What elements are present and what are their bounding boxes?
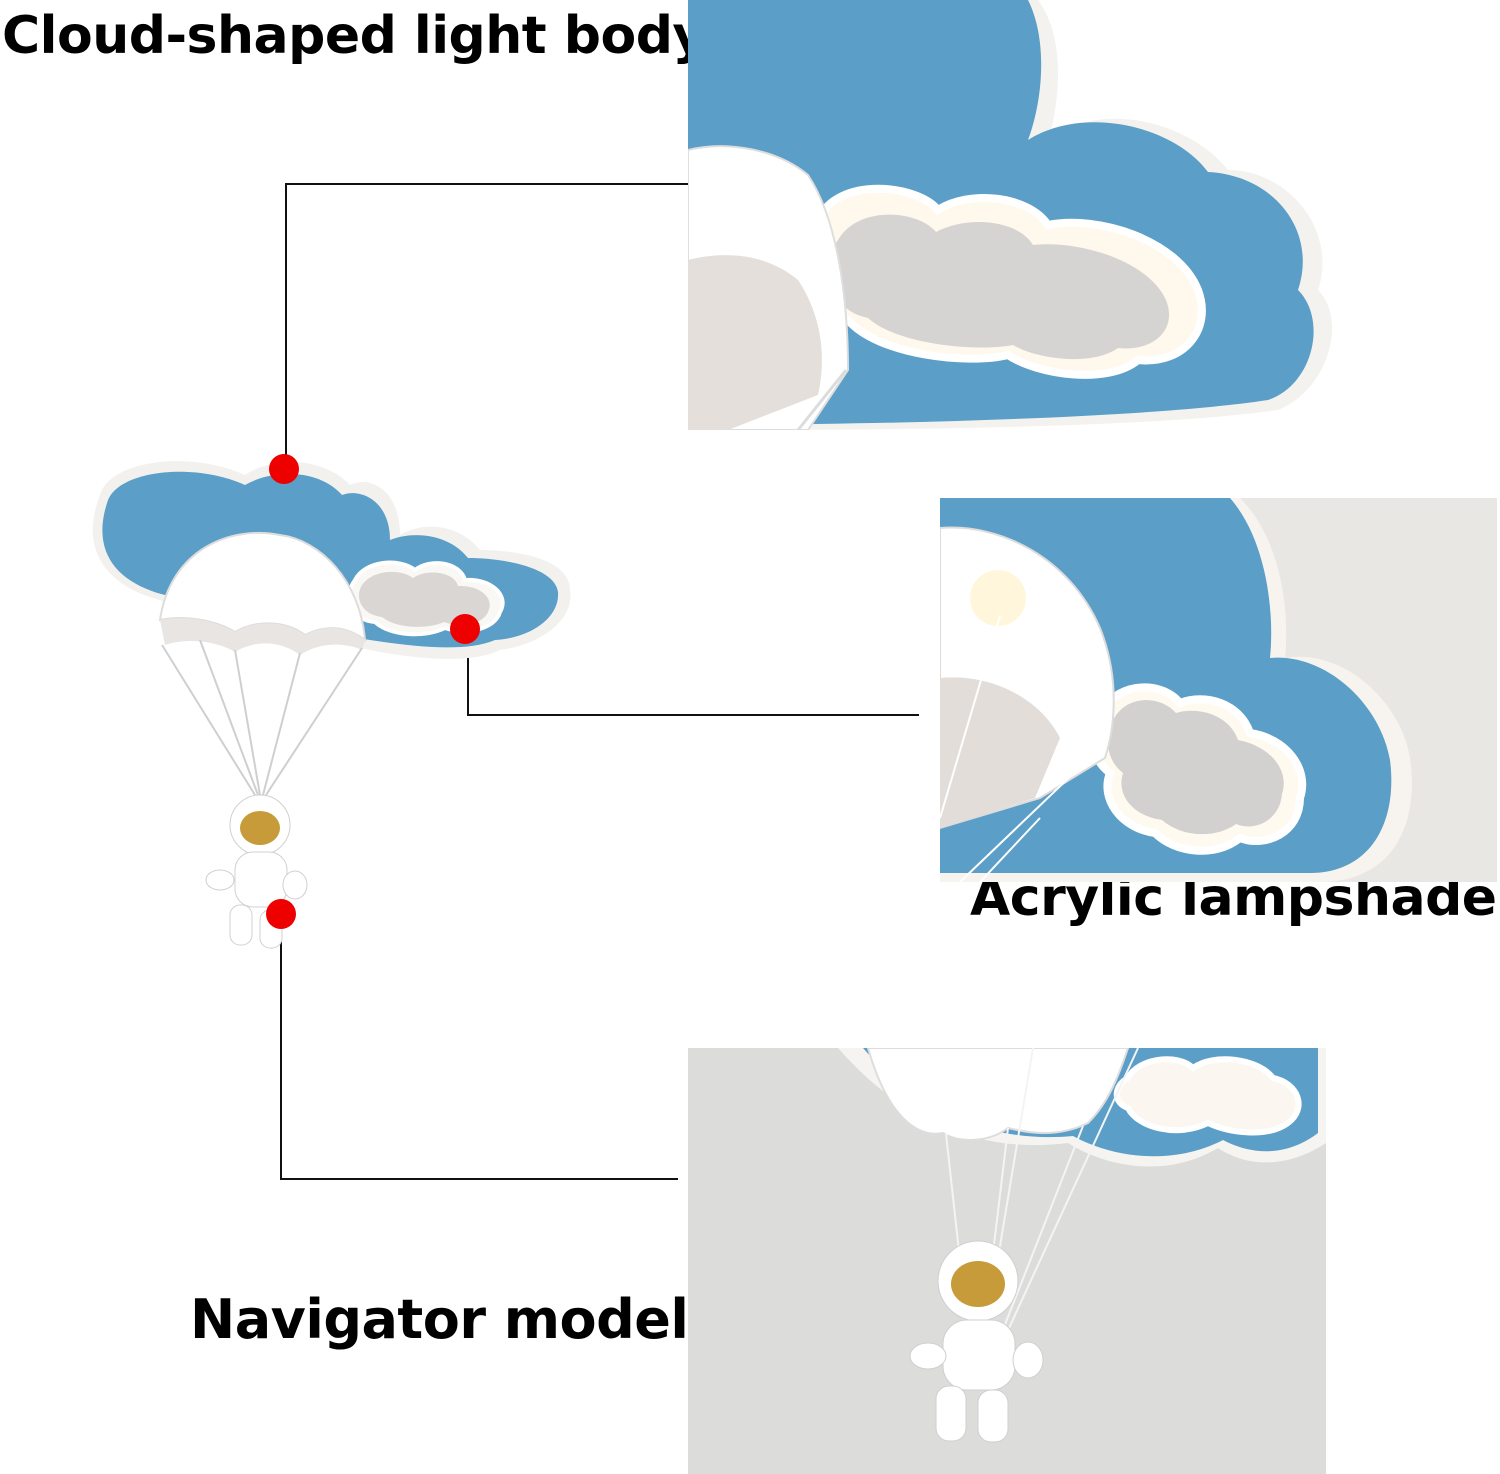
label-cloud-shaped-light-body: Cloud-shaped light body [2,6,706,66]
marker-navigator-dot [266,899,296,929]
leader-line-nav-horizontal [280,1178,678,1180]
marker-light-body-dot [269,454,299,484]
photo-navigator-model-closeup [688,1048,1326,1474]
photo-acrylic-lampshade-closeup [940,498,1497,882]
photo-cloud-light-body-closeup [688,0,1360,430]
leader-line-nav-vertical [280,918,282,1180]
marker-lampshade-dot [450,614,480,644]
cloud-lamp-illustration [70,440,590,980]
leader-line-shade-vertical [467,640,469,716]
leader-line-shade-horizontal [467,714,919,716]
leader-line-body-vertical [285,183,287,465]
leader-line-body-horizontal [285,183,688,185]
label-navigator-model: Navigator model [190,1288,689,1351]
